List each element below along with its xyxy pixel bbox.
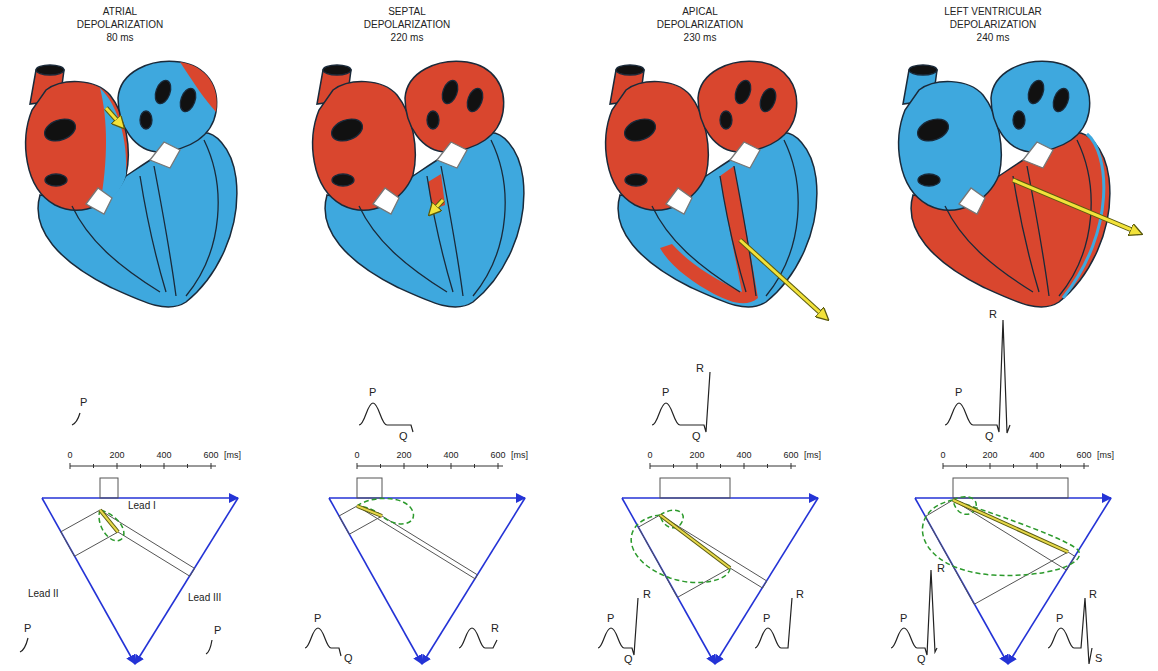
axis-tick: 0 (647, 451, 652, 461)
axis-tick: 200 (689, 451, 704, 461)
panel-title: DEPOLARIZATION (950, 19, 1037, 30)
axis-tick: 200 (982, 451, 997, 461)
wave-label: P (607, 612, 614, 624)
wave-label: P (24, 622, 31, 634)
wave-label: Q (692, 430, 701, 442)
axis-tick: 400 (156, 451, 171, 461)
panel-title: LEFT VENTRICULAR (944, 6, 1042, 17)
wave-label: Q (344, 652, 353, 664)
wave-label: R (696, 362, 704, 374)
wave-label: Q (399, 430, 408, 442)
panel-title: DEPOLARIZATION (77, 19, 164, 30)
panel-title: 230 ms (684, 32, 717, 43)
axis-tick: 0 (940, 451, 945, 461)
wave-label: R (491, 622, 499, 634)
wave-label: P (80, 396, 87, 408)
lead-label: Lead II (28, 588, 59, 599)
panel-title: DEPOLARIZATION (364, 19, 451, 30)
panel-title: 220 ms (391, 32, 424, 43)
panel-septal (305, 61, 525, 664)
axis-unit: [ms] (804, 451, 821, 461)
axis-tick: 600 (1076, 451, 1091, 461)
panel-apical (598, 61, 826, 664)
wave-label: Q (624, 653, 633, 665)
axis-tick: 0 (354, 451, 359, 461)
wave-label: P (955, 386, 962, 398)
axis-tick: 400 (1029, 451, 1044, 461)
wave-label: R (1089, 588, 1097, 600)
wave-label: P (900, 612, 907, 624)
wave-label: Q (985, 430, 994, 442)
panel-title: SEPTAL (388, 6, 426, 17)
panel-left-ventricular (891, 61, 1139, 664)
wave-label: R (643, 588, 651, 600)
panel-title: APICAL (682, 6, 718, 17)
axis-tick: 200 (109, 451, 124, 461)
panel-title: 240 ms (977, 32, 1010, 43)
wave-label: P (214, 624, 221, 636)
wave-label: P (763, 612, 770, 624)
wave-label: R (937, 562, 945, 574)
axis-tick: 600 (490, 451, 505, 461)
axis-tick: 600 (203, 451, 218, 461)
panel-title: DEPOLARIZATION (657, 19, 744, 30)
wave-label: P (662, 386, 669, 398)
lead-label: Lead III (188, 592, 221, 603)
axis-tick: 400 (736, 451, 751, 461)
wave-label: P (1056, 612, 1063, 624)
axis-tick: 400 (443, 451, 458, 461)
wave-label: R (989, 308, 997, 320)
lead-label: Lead I (128, 500, 156, 511)
axis-tick: 600 (783, 451, 798, 461)
wave-label: P (369, 386, 376, 398)
axis-unit: [ms] (511, 451, 528, 461)
axis-tick: 0 (67, 451, 72, 461)
wave-label: R (796, 588, 804, 600)
panel-title: 80 ms (106, 32, 133, 43)
wave-label: P (314, 612, 321, 624)
axis-unit: [ms] (1097, 451, 1114, 461)
wave-label: S (1095, 652, 1102, 664)
axis-unit: [ms] (224, 451, 241, 461)
panel-title: ATRIAL (103, 6, 137, 17)
wave-label: Q (917, 653, 926, 665)
axis-tick: 200 (396, 451, 411, 461)
panel-atrial (20, 61, 238, 664)
